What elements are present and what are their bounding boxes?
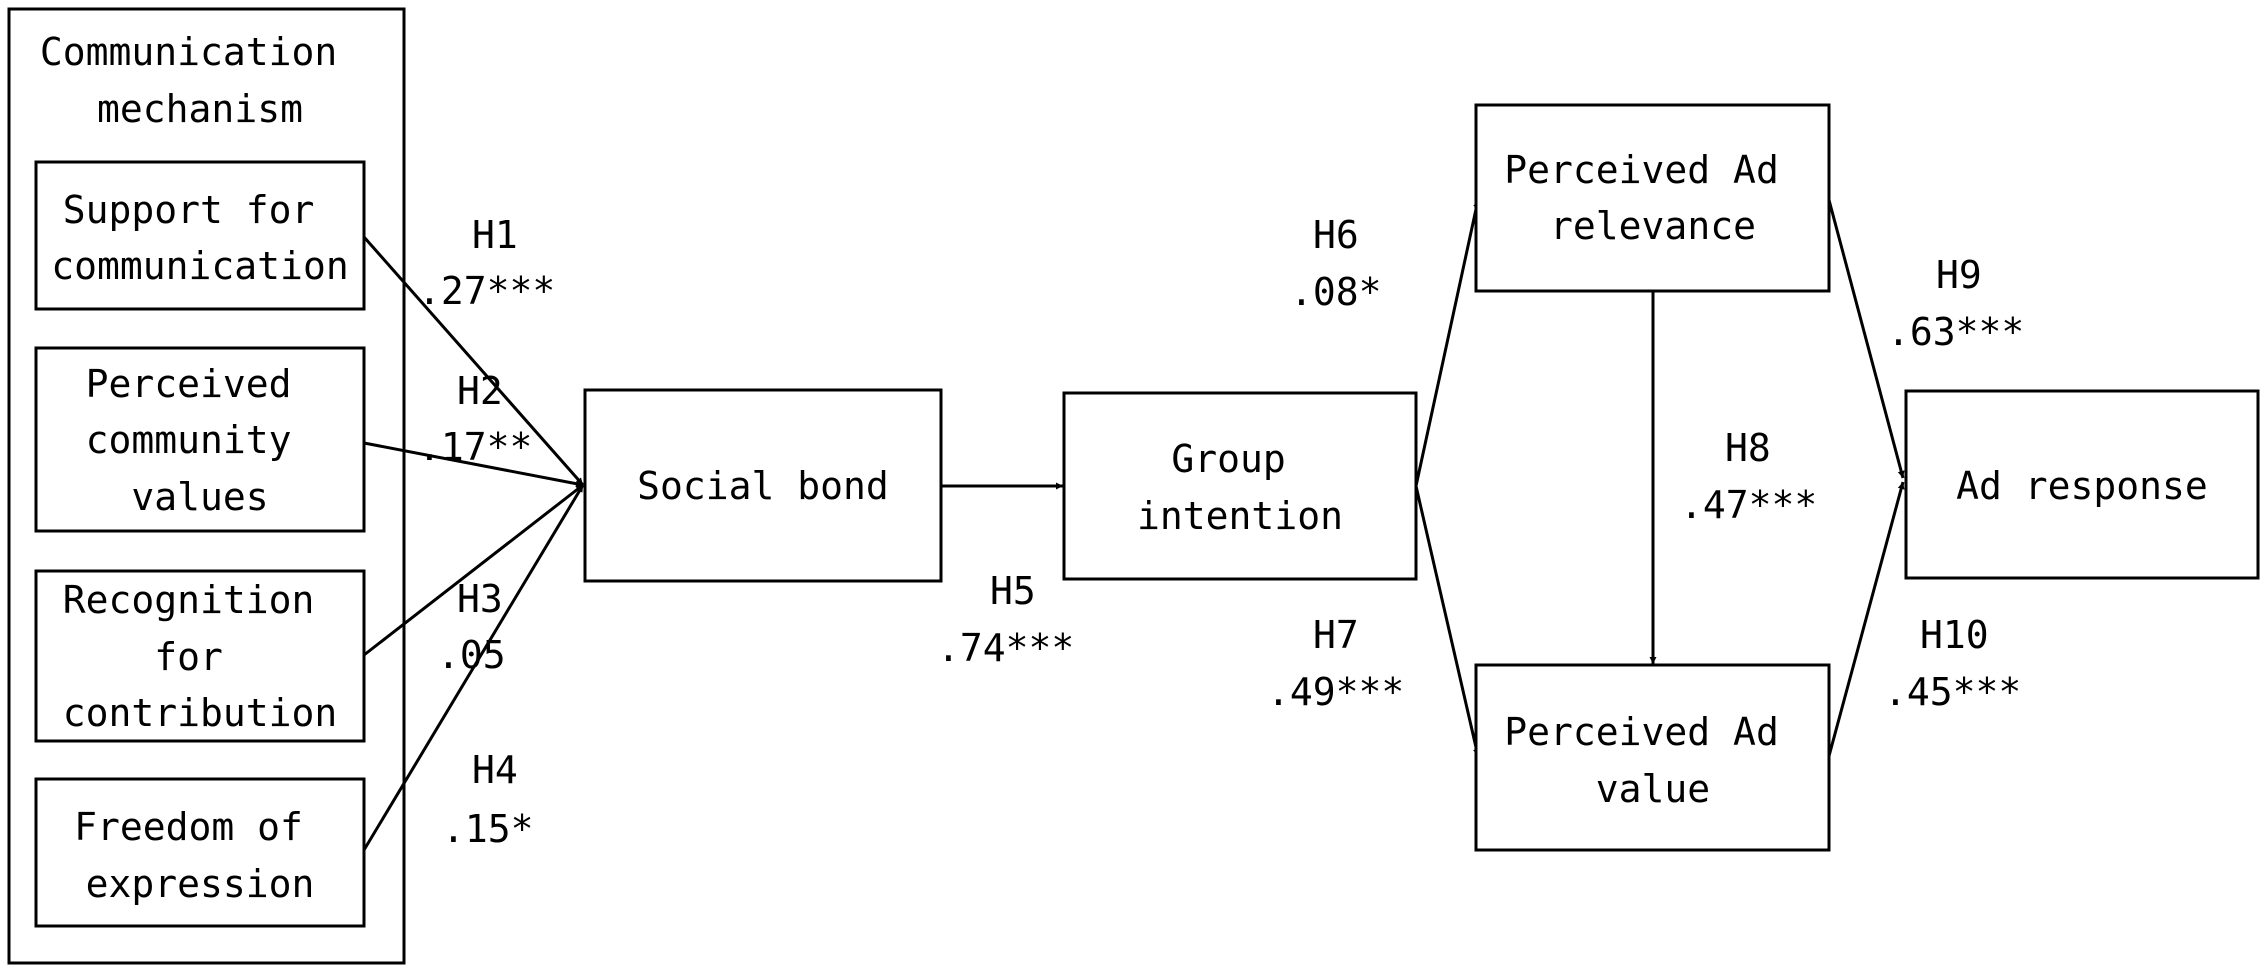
- path-h9-arrow: [1827, 199, 1905, 479]
- path-h6-arrow: [1414, 199, 1480, 487]
- group-title: Communication mechanism: [40, 30, 360, 131]
- node-label-line: Recognition: [63, 578, 315, 622]
- path-h8-label: H8: [1725, 426, 1771, 470]
- path-h10-arrow: [1827, 481, 1905, 757]
- node-label-line: Group: [1171, 437, 1285, 481]
- group-title-line-1: Communication: [40, 30, 337, 74]
- path-h4-arrow: [362, 484, 585, 851]
- path-label-h7: H7 .49***: [1267, 613, 1404, 714]
- path-label-h2: H2 .17**: [418, 369, 532, 469]
- node-label-line: expression: [86, 862, 315, 906]
- svg-text:Freedom of expression: Freedom of expression: [74, 805, 326, 906]
- node-label-line: for: [154, 635, 223, 679]
- svg-text:Ad response: Ad response: [1956, 464, 2208, 508]
- node-label-line: Perceived: [86, 362, 292, 406]
- path-h5-label: H5: [990, 569, 1036, 613]
- node-recognition-for-contribution: Recognition for contribution: [34, 569, 366, 743]
- path-h3-coefficient: .05: [437, 633, 506, 677]
- svg-text:Perceived Ad relevance: Perceived Ad relevance: [1504, 148, 1801, 248]
- node-label-line: intention: [1137, 494, 1343, 538]
- node-label-line: community: [86, 418, 292, 462]
- path-h5-coefficient: .74***: [937, 626, 1074, 670]
- node-label-line: Support for: [63, 188, 315, 232]
- node-ad-response: Ad response: [1904, 389, 2260, 580]
- path-h3-label: H3: [457, 577, 503, 621]
- path-label-h1: H1 .27***: [418, 213, 555, 313]
- path-h6-coefficient: .08*: [1290, 270, 1382, 314]
- path-h7-coefficient: .49***: [1267, 670, 1404, 714]
- node-label-line: contribution: [63, 691, 338, 735]
- communication-mechanism-group: [7, 7, 406, 965]
- path-h1-coefficient: .27***: [418, 269, 555, 313]
- path-h4-label: H4: [472, 748, 518, 792]
- path-h9-coefficient: .63***: [1887, 310, 2024, 354]
- svg-text:Group intention: Group intention: [1137, 437, 1343, 538]
- path-h2-label: H2: [457, 369, 503, 413]
- path-h6-label: H6: [1313, 213, 1359, 257]
- svg-text:Recognition for co: Recognition for contribution: [63, 578, 338, 735]
- node-perceived-community-values: Perceived community values: [34, 346, 366, 533]
- path-h4-coefficient: .15*: [442, 807, 534, 851]
- path-h2-arrow: [363, 441, 584, 488]
- path-h1-arrow: [362, 236, 585, 486]
- node-label-line: Perceived Ad: [1504, 710, 1779, 754]
- node-label-line: relevance: [1550, 204, 1756, 248]
- node-label-line: Perceived Ad: [1504, 148, 1779, 192]
- path-label-h3: H3 .05: [437, 577, 506, 677]
- node-perceived-ad-relevance: Perceived Ad relevance: [1474, 103, 1831, 293]
- node-label-line: Freedom of: [74, 805, 303, 849]
- path-h9-label: H9: [1936, 253, 1982, 297]
- path-h3-arrow: [363, 483, 584, 657]
- group-title-line-2: mechanism: [97, 87, 303, 131]
- svg-text:Perceived Ad value: Perceived Ad value: [1504, 710, 1801, 811]
- svg-text:Social bond: Social bond: [637, 464, 889, 508]
- path-h8-coefficient: .47***: [1680, 483, 1817, 527]
- node-label-line: value: [1596, 767, 1710, 811]
- svg-text:Perceived community: Perceived community values: [86, 362, 315, 519]
- path-h7-label: H7: [1313, 613, 1359, 657]
- path-label-h6: H6 .08*: [1290, 213, 1382, 314]
- node-perceived-ad-value: Perceived Ad value: [1474, 663, 1831, 852]
- node-label-line: communication: [51, 244, 348, 288]
- path-h10-coefficient: .45***: [1884, 670, 2021, 714]
- path-label-h4: H4 .15*: [442, 748, 534, 851]
- node-label-line: Ad response: [1956, 464, 2208, 508]
- path-h1-label: H1: [472, 213, 518, 257]
- node-group-intention: Group intention: [1062, 391, 1418, 581]
- path-h10-label: H10: [1920, 613, 1989, 657]
- node-social-bond: Social bond: [583, 388, 943, 583]
- node-support-for-communication: Support for communication: [34, 160, 366, 311]
- node-label-line: Social bond: [637, 464, 889, 508]
- node-freedom-of-expression: Freedom of expression: [34, 777, 366, 928]
- path-h2-coefficient: .17**: [418, 425, 532, 469]
- path-h7-arrow: [1414, 485, 1480, 757]
- path-label-h5: H5 .74***: [937, 569, 1074, 670]
- node-label-line: values: [131, 475, 268, 519]
- svg-text:Support for communicatio: Support for communication: [51, 188, 348, 288]
- path-label-h8: H8 .47***: [1680, 426, 1817, 527]
- path-label-h10: H10 .45***: [1884, 613, 2021, 714]
- path-label-h9: H9 .63***: [1887, 253, 2024, 354]
